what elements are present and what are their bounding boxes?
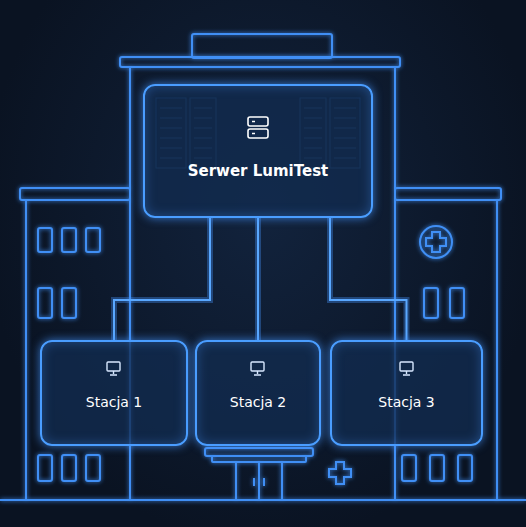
node-label: Stacja 2 (230, 394, 286, 444)
server-icon (248, 117, 268, 138)
monitor-icons (107, 362, 413, 375)
station-box: Stacja 2 (195, 340, 321, 446)
node-label: Stacja 1 (86, 394, 142, 444)
station-box: Stacja 1 (40, 340, 188, 446)
node-label: Stacja 3 (378, 394, 434, 444)
network-connector (114, 218, 210, 340)
server-box: Serwer LumiTest (143, 84, 373, 218)
node-label: Serwer LumiTest (188, 162, 329, 216)
network-connector (330, 218, 407, 340)
station-box: Stacja 3 (330, 340, 483, 446)
network-connector (258, 218, 259, 340)
